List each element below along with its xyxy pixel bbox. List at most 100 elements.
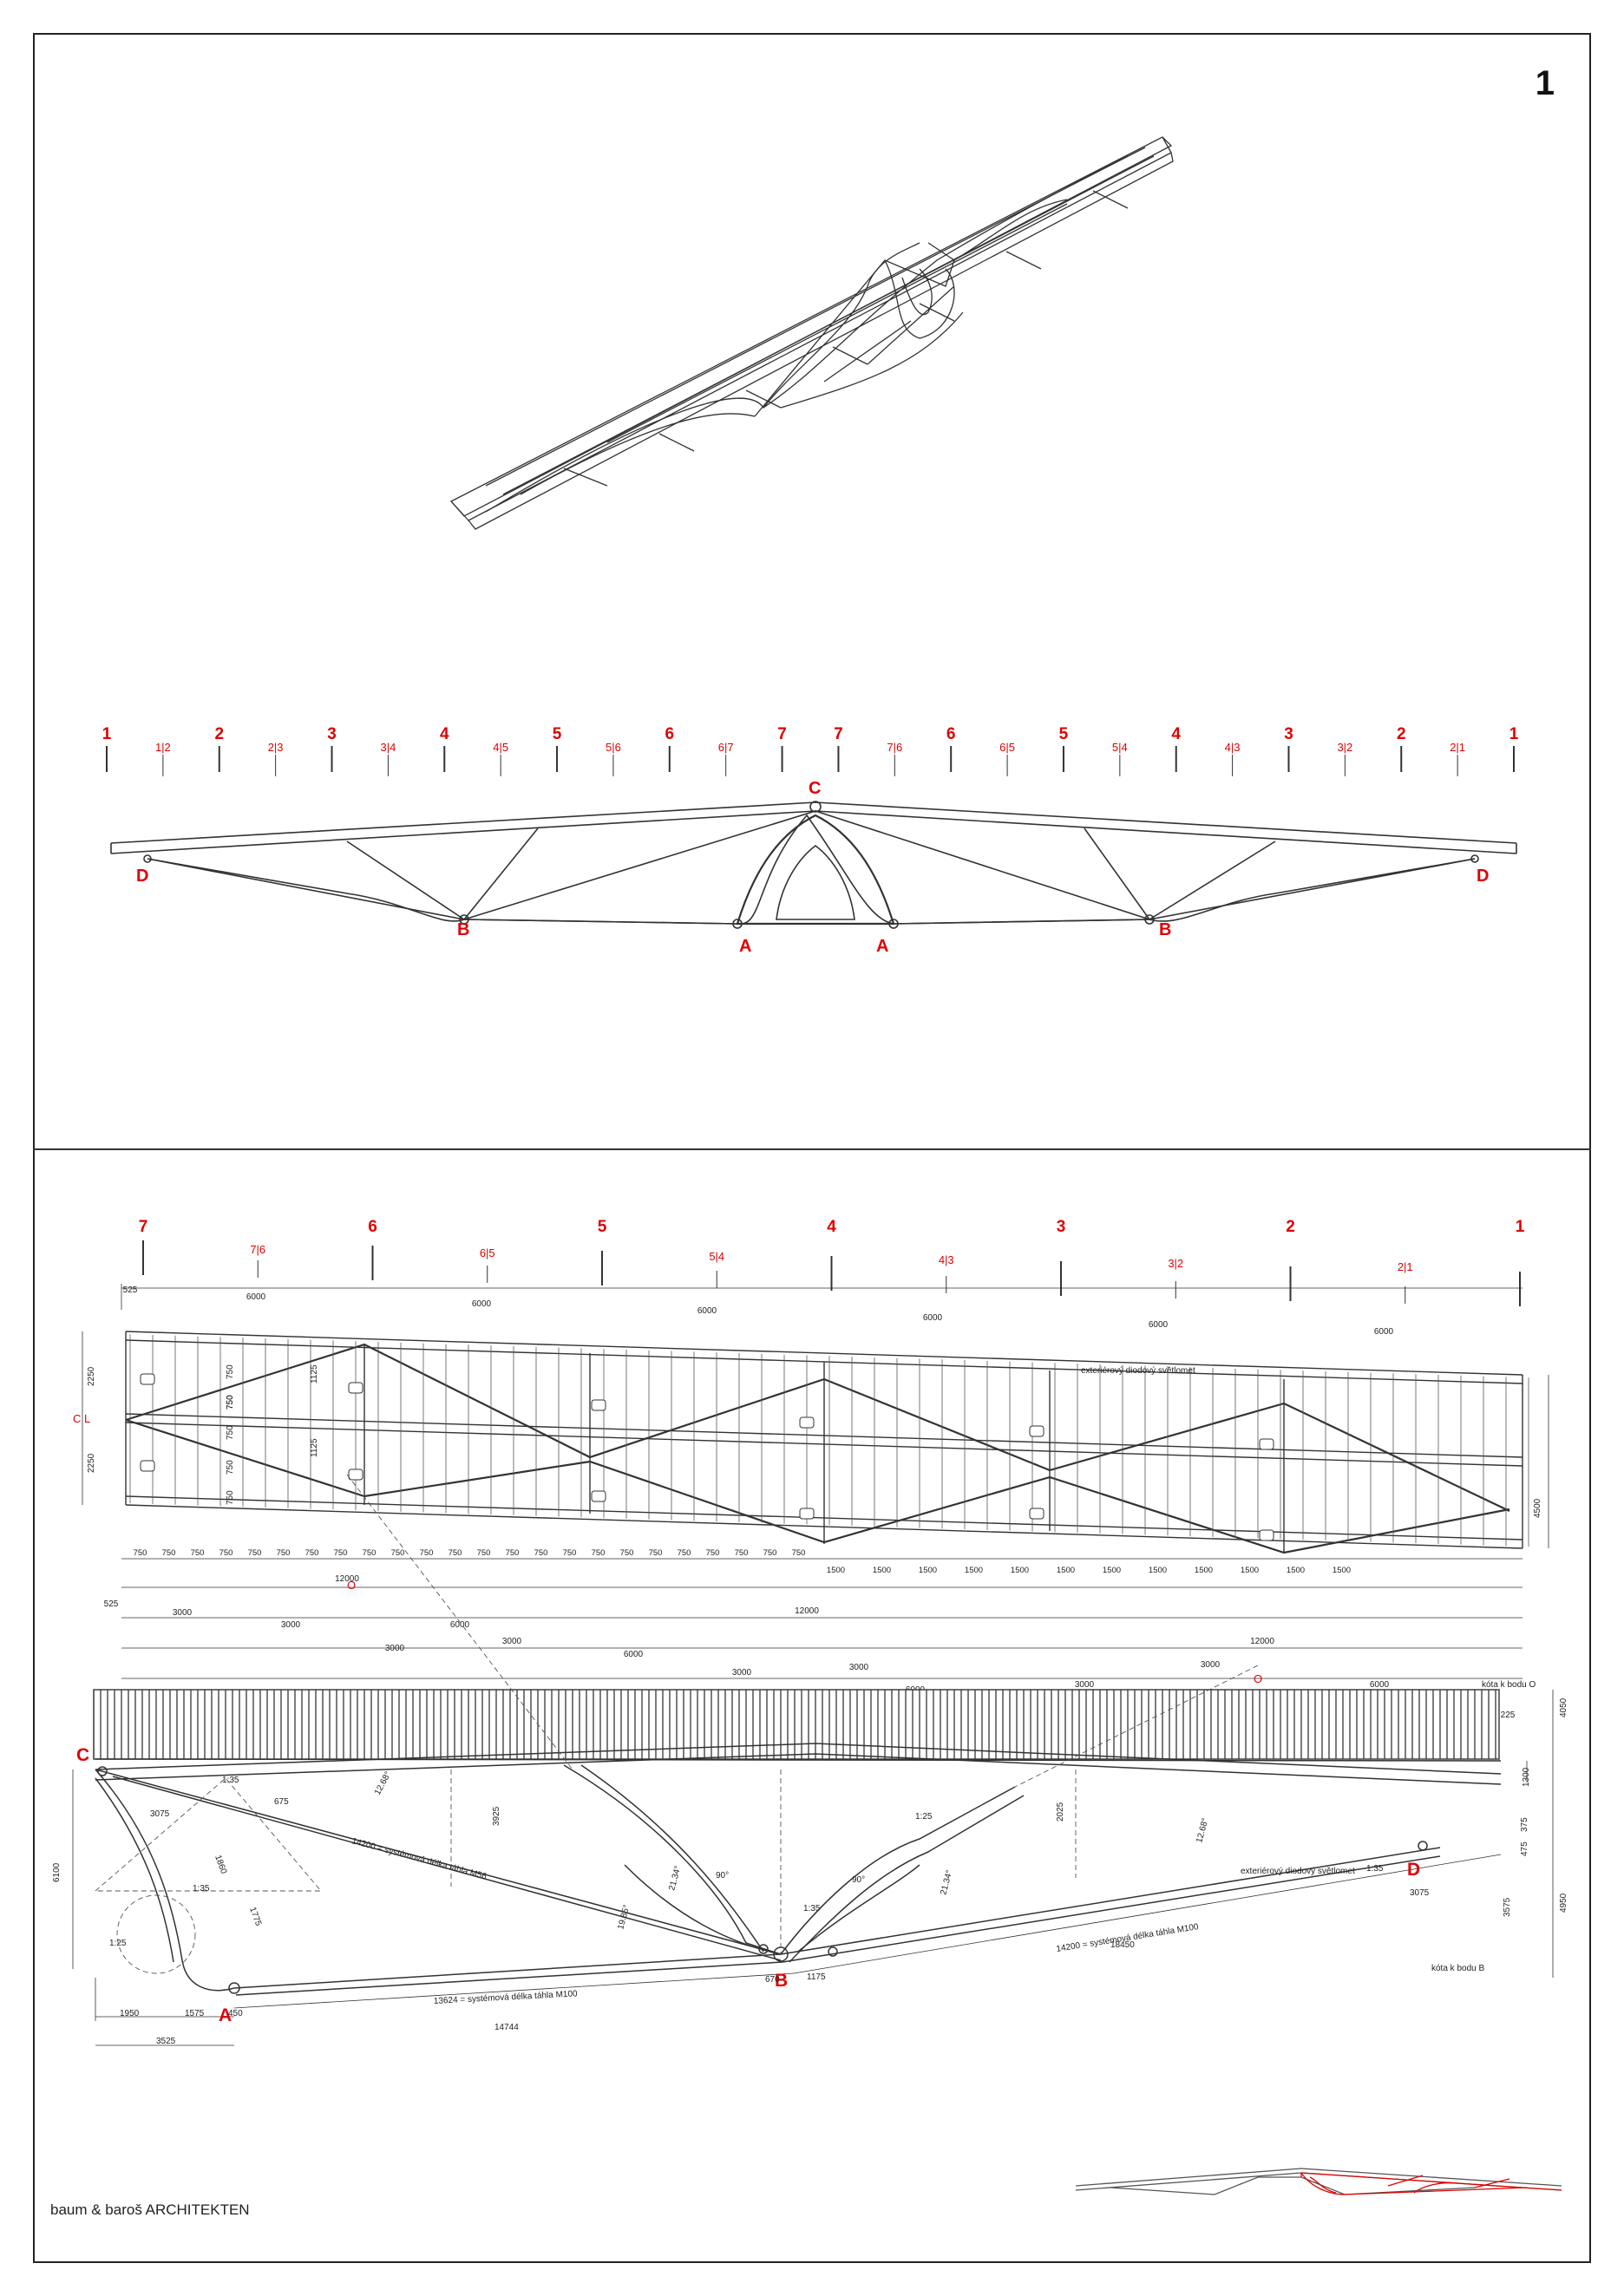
angle-3: 90° xyxy=(716,1871,729,1881)
plan-dim-row1: 750 xyxy=(735,1548,749,1558)
plan-view: 77|666|555|444|333|222|11 C L exteriérov… xyxy=(73,1218,1549,1720)
plan-dim-row1: 750 xyxy=(420,1548,434,1558)
plan-dim-row3: 3000 xyxy=(732,1668,752,1678)
isometric-view xyxy=(449,136,1174,530)
section-node-c: C xyxy=(76,1745,89,1765)
plan-top-dim: 525 xyxy=(123,1285,138,1295)
plan-inner-dim: 1125 xyxy=(310,1438,319,1457)
plan-dim-row1: 750 xyxy=(391,1548,405,1558)
angle-4: 90° xyxy=(852,1875,865,1885)
plan-floodlight xyxy=(591,1490,606,1502)
elevation-axis-12: 6|7 xyxy=(718,741,734,754)
dim-1950: 1950 xyxy=(120,2009,140,2018)
plan-dim-row3: 225 xyxy=(1501,1711,1516,1720)
dim-3075-right: 3075 xyxy=(1410,1888,1430,1898)
plan-axis-12: 2|1 xyxy=(1398,1260,1413,1273)
plan-top-dim: 6000 xyxy=(246,1292,266,1302)
angle-7: 12.68° xyxy=(1195,1817,1210,1844)
elevation-axis-26: 1 xyxy=(1509,725,1519,743)
elevation-axis-2: 1|2 xyxy=(155,741,171,754)
plan-dim-row1: 1500 xyxy=(1241,1566,1259,1575)
plan-dim-row1: 1500 xyxy=(873,1566,891,1575)
plan-axis-5: 5 xyxy=(598,1218,607,1236)
plan-dim-row1: 750 xyxy=(792,1548,806,1558)
point-o-left: O xyxy=(347,1579,356,1592)
dim-6100: 6100 xyxy=(52,1862,62,1882)
node-b-label-right: B xyxy=(1159,920,1171,939)
plan-inner-dim: 750 xyxy=(226,1460,235,1475)
plan-floodlight xyxy=(348,1382,363,1394)
plan-dim-row3: 3000 xyxy=(849,1663,869,1672)
sheet-number: 1 xyxy=(1535,64,1555,102)
plan-dim-row1: 750 xyxy=(678,1548,691,1558)
dim-670: 670 xyxy=(765,1975,780,1985)
elevation-axis-10: 5|6 xyxy=(606,741,621,754)
dim-1300: 1300 xyxy=(1522,1767,1531,1787)
elevation-axis-4: 2|3 xyxy=(268,741,284,754)
plan-dim-row3: 3000 xyxy=(1201,1660,1221,1670)
elevation-axis-17: 6|5 xyxy=(999,741,1015,754)
note-point-b: kóta k bodu B xyxy=(1431,1964,1484,1973)
tie-bottom-label: 13624 = systémová délka táhla M100 xyxy=(434,1989,579,2006)
plan-dim-row1: 750 xyxy=(649,1548,663,1558)
dim-475: 475 xyxy=(1520,1841,1529,1856)
plan-dim-row3: 6000 xyxy=(450,1620,470,1630)
dim-1575: 1575 xyxy=(185,2009,205,2018)
tie-left-label: 14200 = systémová délka táhla M56 xyxy=(350,1836,488,1881)
plan-dim-row1: 750 xyxy=(534,1548,548,1558)
node-d-label-right: D xyxy=(1477,867,1489,886)
elevation-axis-23: 3|2 xyxy=(1337,741,1352,754)
node-c-label: C xyxy=(809,779,821,798)
plan-dim-row1: 750 xyxy=(219,1548,233,1558)
plan-dim-row1: 1500 xyxy=(965,1566,983,1575)
plan-top-dim: 6000 xyxy=(697,1306,717,1316)
drawing-frame xyxy=(33,33,1591,2263)
centerline-label: C L xyxy=(73,1412,90,1425)
elevation-axis-20: 4 xyxy=(1171,725,1181,743)
section-node-a: A xyxy=(219,2005,232,2025)
plan-floodlight xyxy=(1259,1529,1274,1541)
plan-dim-row1: 1500 xyxy=(1333,1566,1351,1575)
plan-inner-dim: 1125 xyxy=(310,1364,319,1383)
plan-top-dim: 6000 xyxy=(472,1299,492,1309)
dim-1175: 1175 xyxy=(807,1972,826,1982)
plan-right-dim: 4500 xyxy=(1533,1498,1542,1518)
dim-3925: 3925 xyxy=(492,1806,501,1826)
plan-left-dim-top: 2250 xyxy=(87,1366,96,1386)
elevation-axis-1: 1 xyxy=(102,725,112,743)
elevation-axis-16: 6 xyxy=(946,725,956,743)
plan-dim-row1: 750 xyxy=(620,1548,634,1558)
plan-dim-row1: 750 xyxy=(305,1548,319,1558)
slope-4: 1:35 xyxy=(803,1904,821,1913)
slope-2: 1:35 xyxy=(193,1884,210,1894)
plan-light-callout: exteriérový diodový světlomet xyxy=(1081,1366,1195,1376)
elevation-axis-19: 5|4 xyxy=(1112,741,1128,754)
plan-dim-row1: 750 xyxy=(763,1548,777,1558)
plan-inner-dim: 750 xyxy=(226,1395,235,1410)
plan-top-dim: 6000 xyxy=(1149,1320,1169,1330)
angle-6: 19.85° xyxy=(616,1904,632,1931)
angle-5: 21.34° xyxy=(939,1869,954,1896)
plan-dim-row1: 1500 xyxy=(1011,1566,1029,1575)
plan-axis-labels: 77|666|555|444|333|222|11 xyxy=(139,1218,1525,1306)
section-light-callout: exteriérový diodový světlomet xyxy=(1241,1867,1355,1876)
section-node-d: D xyxy=(1407,1860,1420,1880)
plan-axis-7: 4 xyxy=(827,1218,836,1236)
plan-dim-row1: 750 xyxy=(162,1548,176,1558)
key-plan xyxy=(1075,2168,1562,2195)
slope-6: 1:25 xyxy=(915,1812,933,1822)
node-b-label-left: B xyxy=(457,920,469,939)
plan-dim-row3: 3000 xyxy=(281,1620,301,1630)
dim-4950: 4950 xyxy=(1559,1893,1568,1913)
plan-dim-row1: 1500 xyxy=(827,1566,845,1575)
dim-375: 375 xyxy=(1520,1817,1529,1832)
plan-inner-dim: 750 xyxy=(226,1364,235,1379)
plan-axis-13: 1 xyxy=(1516,1218,1525,1236)
plan-dim-row1: 750 xyxy=(592,1548,606,1558)
slope-3: 1:25 xyxy=(109,1939,127,1948)
dim-450: 450 xyxy=(228,2009,243,2018)
plan-axis-6: 5|4 xyxy=(709,1250,724,1263)
plan-floodlight xyxy=(140,1373,155,1385)
section-divider xyxy=(33,1148,1591,1150)
elevation-axis-6: 3|4 xyxy=(380,741,396,754)
